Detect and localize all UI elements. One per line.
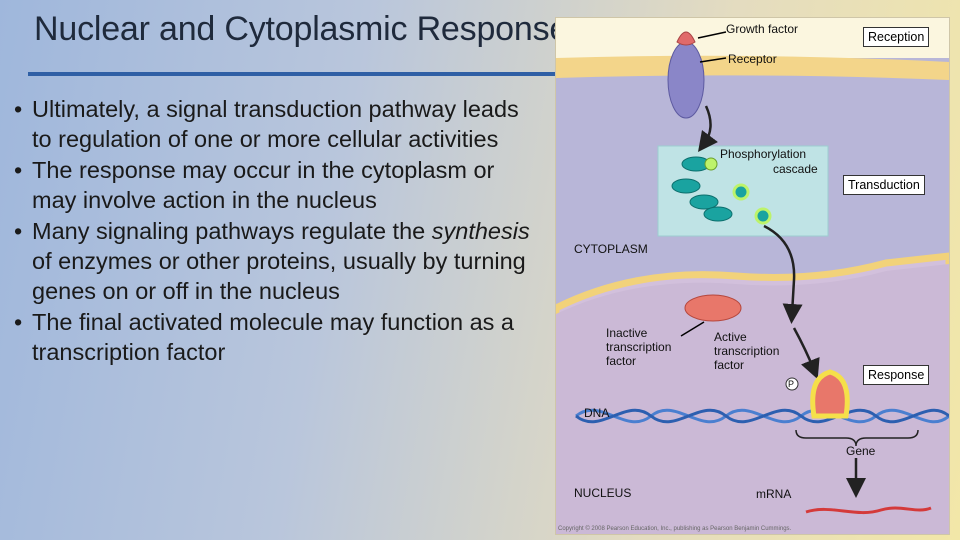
nucleus-label: NUCLEUS — [574, 486, 632, 500]
receptor-pointer — [699, 57, 727, 63]
phosphate-marker — [785, 377, 799, 391]
phosphate-label: P — [788, 379, 795, 389]
inactive-factor-label-3: factor — [606, 354, 637, 368]
inactive-pointer — [680, 321, 705, 337]
kinase-6 — [754, 207, 772, 225]
dna-strand-2 — [575, 408, 949, 424]
cascade-label: cascade — [773, 162, 818, 176]
active-transcription-factor — [810, 369, 850, 419]
title-underline — [28, 72, 628, 76]
active-factor-label-1: Active — [714, 330, 747, 344]
nucleus-region — [556, 264, 949, 534]
pathway-illustration — [556, 31, 949, 534]
inactive-factor-label-2: transcription — [606, 340, 672, 354]
kinase-4 — [732, 183, 750, 201]
reception-box: Reception — [863, 27, 930, 47]
plasma-membrane — [556, 55, 949, 80]
bullet-list: Ultimately, a signal transduction pathwa… — [10, 94, 540, 368]
kinase-3 — [689, 194, 719, 210]
signal-arrow — [698, 105, 718, 153]
mrna-strand — [805, 506, 932, 515]
signal-pathway-figure: Growth factor Receptor Reception Phospho… — [555, 17, 950, 535]
gene-bracket — [795, 429, 919, 447]
factor-to-dna-arrow — [792, 327, 820, 380]
bullet-text-end: of enzymes or other proteins, usually by… — [32, 248, 526, 304]
bullet-item: Many signaling pathways regulate the syn… — [10, 216, 540, 306]
bullet-text: The final activated molecule may functio… — [32, 309, 515, 365]
phosphorylation-label: Phosphorylation — [720, 147, 807, 161]
cytoplasm-label: CYTOPLASM — [574, 242, 648, 256]
bullet-text: The response may occur in the cytoplasm … — [32, 157, 495, 213]
transduction-box: Transduction — [843, 175, 925, 195]
growth-factor-pointer — [697, 31, 727, 39]
active-factor-label-2: transcription — [714, 344, 780, 358]
copyright-notice: Copyright © 2008 Pearson Education, Inc.… — [558, 526, 792, 532]
response-box: Response — [863, 365, 930, 385]
receptor-stalk — [683, 44, 689, 56]
kinase-5 — [703, 206, 733, 222]
growth-factor-label: Growth factor — [726, 22, 799, 36]
bullet-item: Ultimately, a signal transduction pathwa… — [10, 94, 540, 154]
dna-label: DNA — [584, 406, 610, 420]
bullet-item: The response may occur in the cytoplasm … — [10, 155, 540, 215]
bullet-text-start: Many signaling pathways regulate the — [32, 218, 432, 244]
mrna-label: mRNA — [756, 487, 792, 501]
inactive-factor-label-1: Inactive — [606, 326, 648, 340]
kinase-2 — [671, 178, 701, 194]
bullet-text: Ultimately, a signal transduction pathwa… — [32, 96, 519, 152]
cascade-to-nucleus-arrow — [763, 224, 803, 324]
slide-title: Nuclear and Cytoplasmic Responses — [34, 10, 585, 48]
bullet-text-italic: synthesis — [431, 218, 530, 244]
inactive-transcription-factor — [684, 294, 742, 322]
bullet-item: The final activated molecule may functio… — [10, 307, 540, 367]
kinase-1-phosphate — [704, 157, 718, 171]
growth-factor-shape — [676, 31, 696, 46]
receptor-label: Receptor — [728, 52, 777, 66]
gene-label: Gene — [846, 444, 876, 458]
active-factor-label-3: factor — [714, 358, 745, 372]
